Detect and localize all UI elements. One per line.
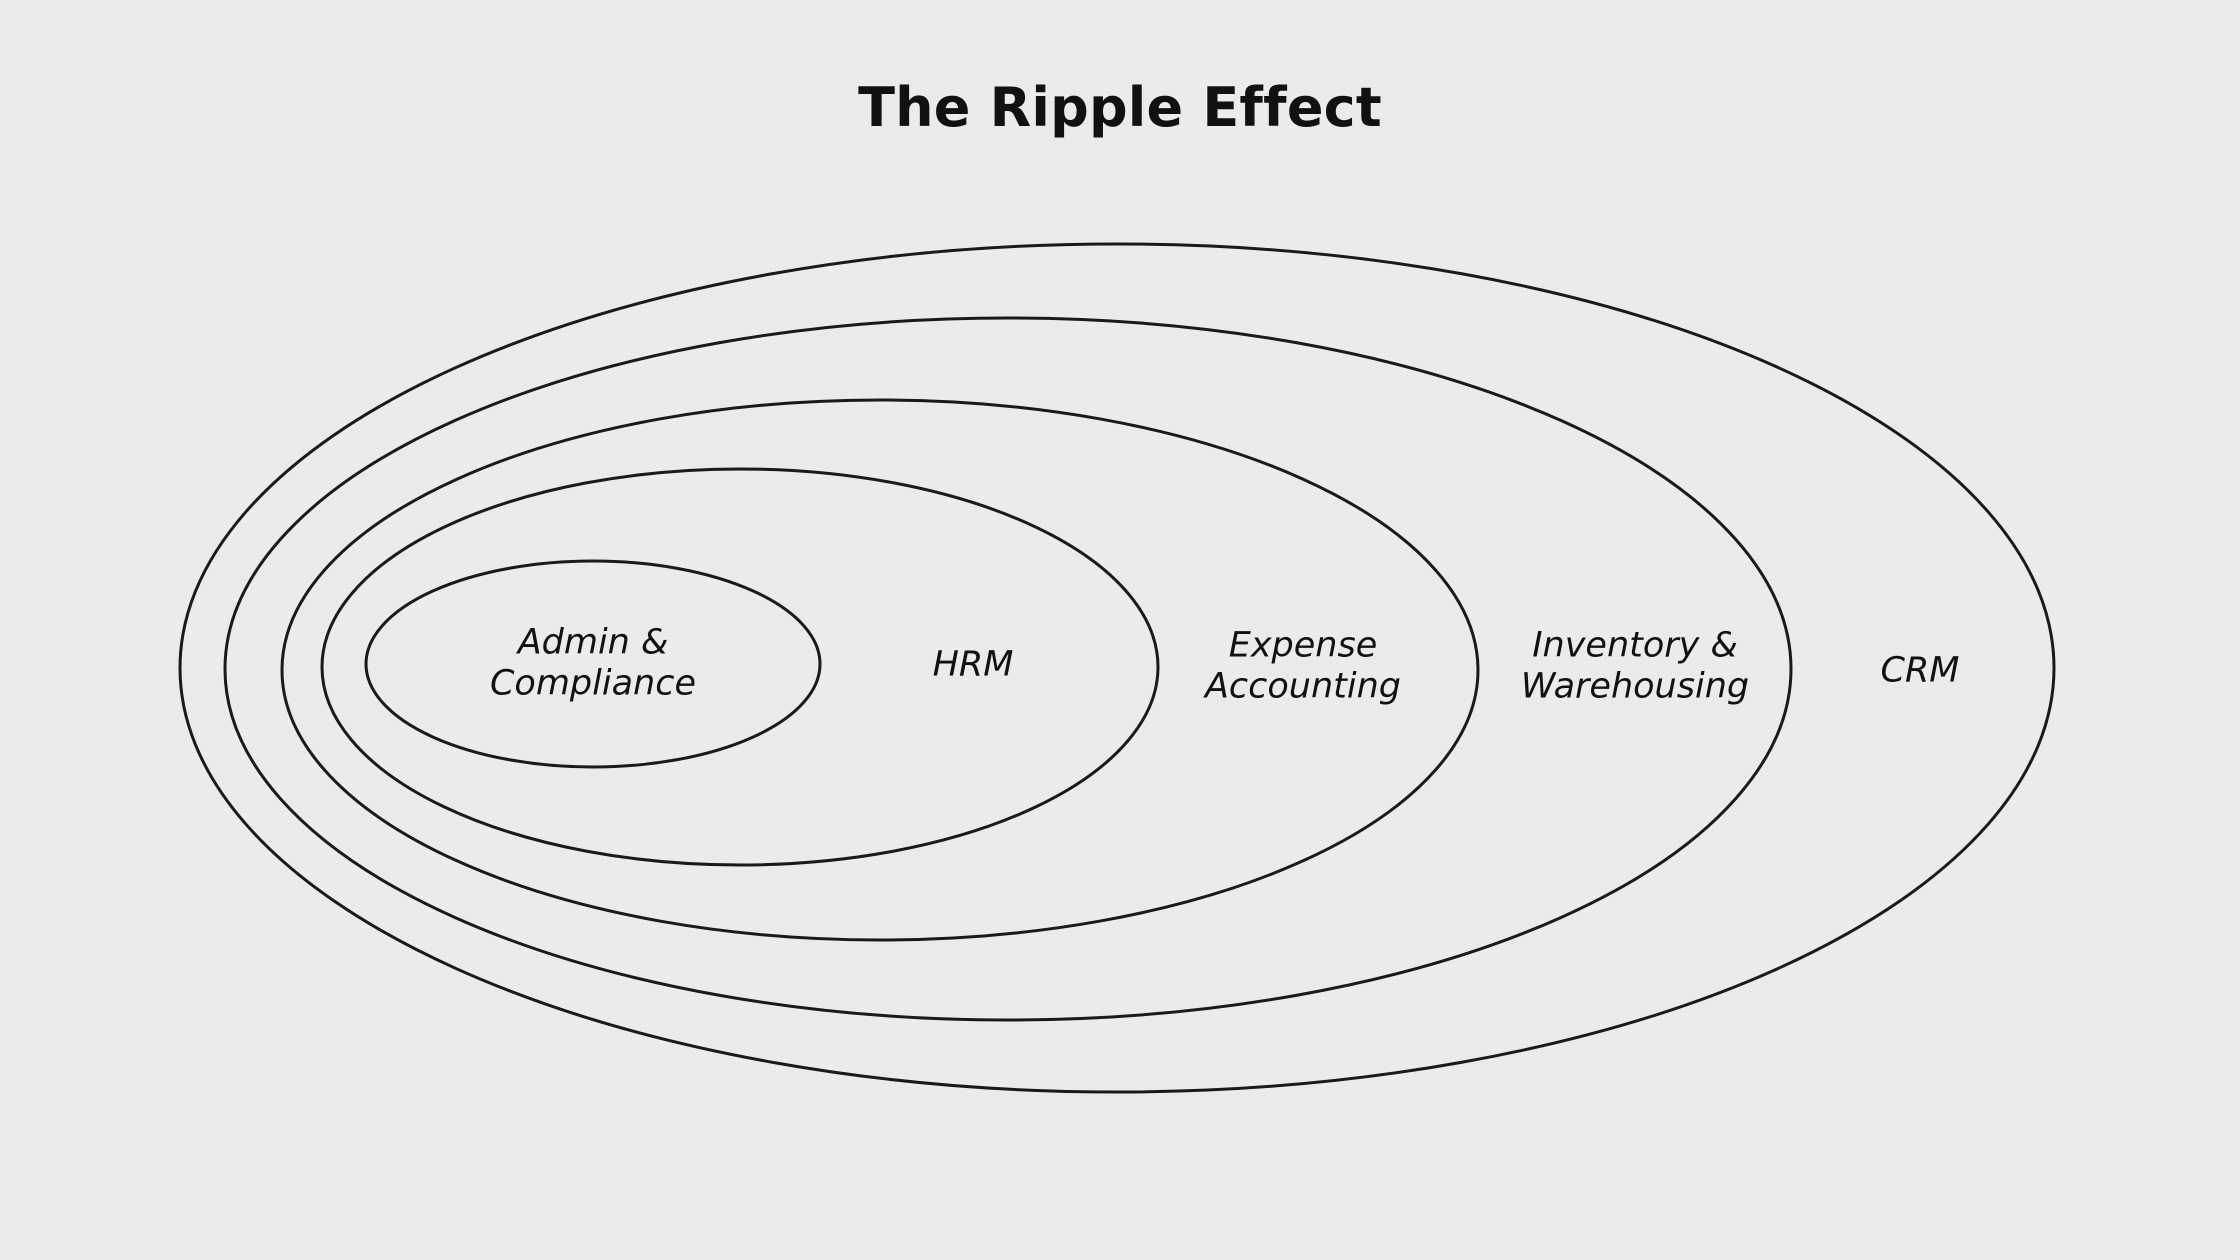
ring-ellipse-expense-accounting bbox=[282, 400, 1478, 940]
page-title: The Ripple Effect bbox=[858, 76, 1382, 139]
ring-group bbox=[180, 244, 2054, 1092]
ring-ellipse-crm bbox=[180, 244, 2054, 1092]
ring-ellipse-admin-and-compliance bbox=[366, 561, 820, 767]
ring-ellipse-hrm bbox=[322, 469, 1158, 865]
ring-ellipse-inventory-and-warehousing bbox=[225, 318, 1791, 1020]
